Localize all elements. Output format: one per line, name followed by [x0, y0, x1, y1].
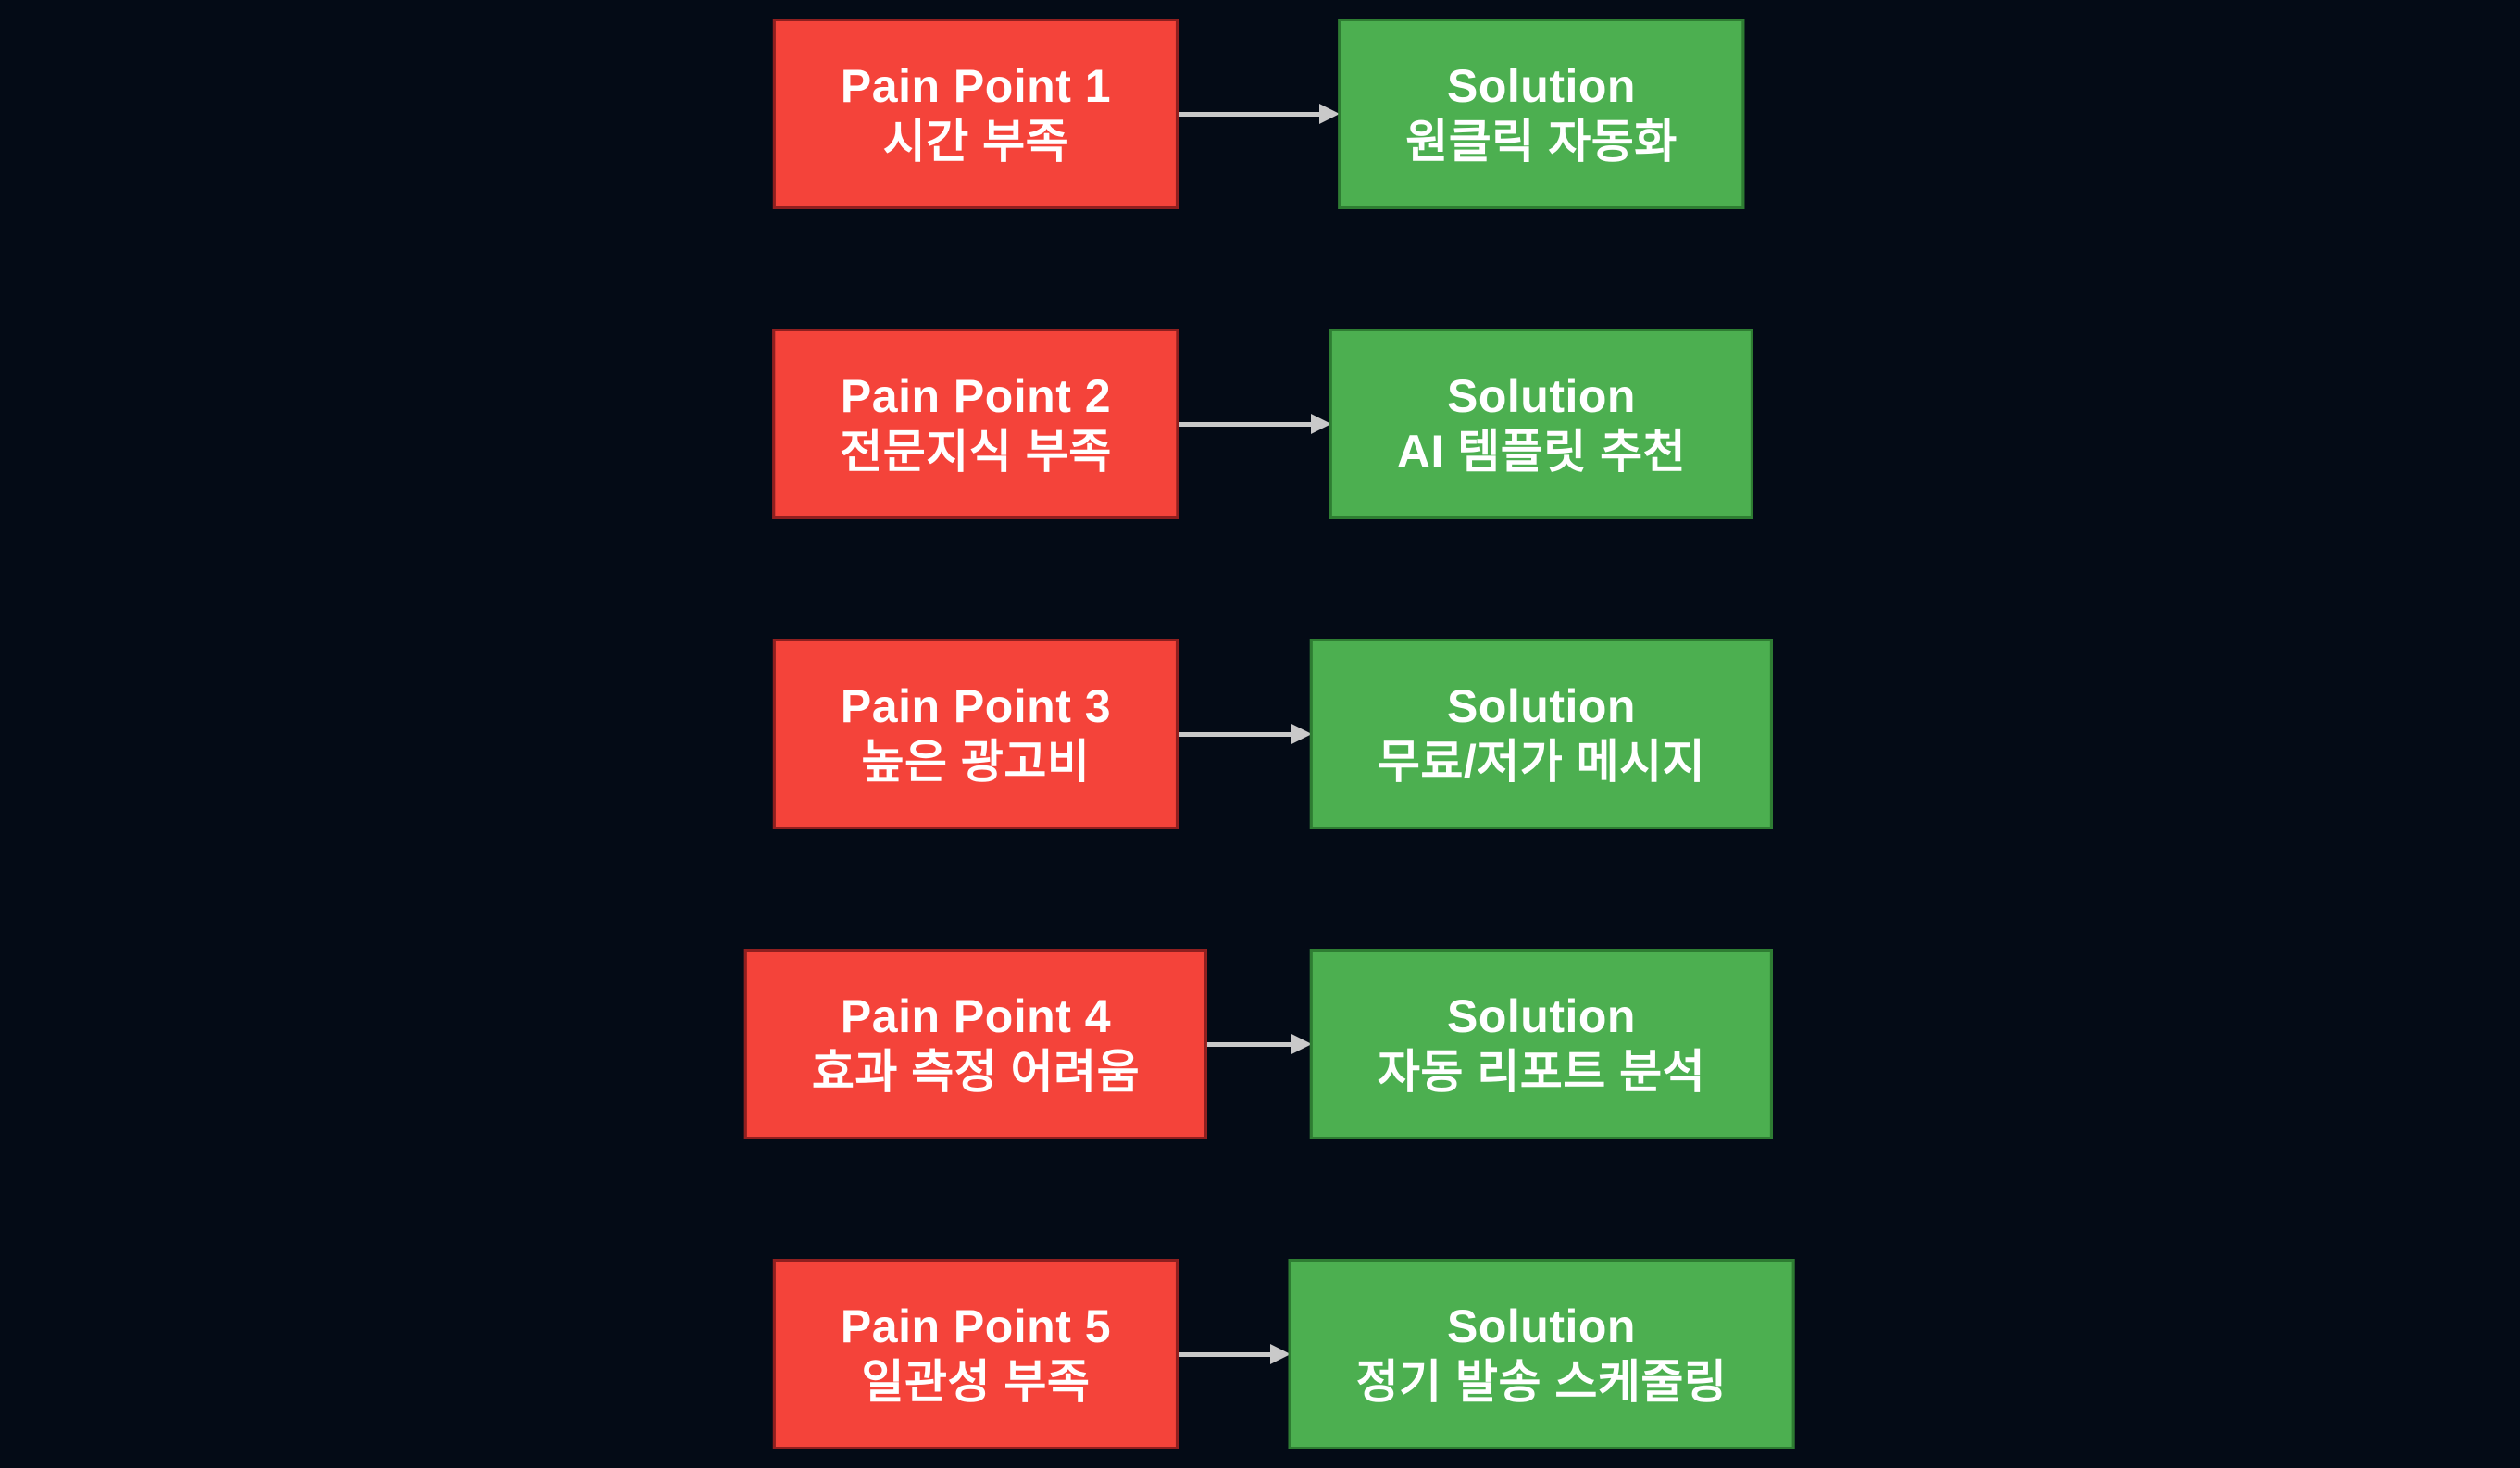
pain-point-box: Pain Point 1 시간 부족	[772, 19, 1179, 209]
solution-box: Solution 무료/저가 메시지	[1309, 639, 1774, 829]
solution-desc: 자동 리포트 분석	[1377, 1046, 1706, 1098]
pain-point-title: Pain Point 2	[840, 370, 1112, 422]
arrow-line	[1177, 731, 1295, 737]
solution-title: Solution	[1447, 60, 1636, 112]
solution-desc: 무료/저가 메시지	[1377, 736, 1706, 788]
solution-desc: 정기 발송 스케줄링	[1355, 1356, 1728, 1408]
pain-point-desc: 높은 광고비	[861, 736, 1091, 788]
arrow-line	[1205, 1041, 1295, 1047]
solution-desc: 원클릭 자동화	[1405, 116, 1678, 168]
pain-point-title: Pain Point 5	[840, 1300, 1112, 1352]
pain-point-desc: 전문지식 부족	[840, 426, 1112, 478]
pain-point-box: Pain Point 5 일관성 부족	[772, 1259, 1179, 1449]
pain-point-title: Pain Point 3	[840, 680, 1112, 732]
pain-solution-row: Pain Point 3 높은 광고비 Solution 무료/저가 메시지	[0, 639, 2520, 829]
pain-point-desc: 일관성 부족	[861, 1356, 1091, 1408]
arrow	[1177, 724, 1312, 744]
arrow-head-icon	[1291, 724, 1312, 744]
arrow-head-icon	[1291, 1034, 1312, 1054]
arrow-head-icon	[1269, 1344, 1291, 1364]
pain-point-desc: 효과 측정 어려움	[811, 1046, 1141, 1098]
solution-box: Solution AI 템플릿 추천	[1329, 329, 1754, 519]
arrow-head-icon	[1319, 104, 1341, 124]
arrow	[1177, 414, 1331, 434]
solution-box: Solution 정기 발송 스케줄링	[1288, 1259, 1795, 1449]
arrow-line	[1177, 111, 1324, 117]
solution-title: Solution	[1447, 990, 1636, 1042]
pain-point-box: Pain Point 3 높은 광고비	[772, 639, 1179, 829]
arrow-line	[1177, 1351, 1274, 1357]
pain-solution-row: Pain Point 5 일관성 부족 Solution 정기 발송 스케줄링	[0, 1259, 2520, 1449]
pain-point-title: Pain Point 1	[840, 60, 1112, 112]
solution-box: Solution 원클릭 자동화	[1338, 19, 1745, 209]
solution-title: Solution	[1447, 370, 1636, 422]
pain-solution-row: Pain Point 2 전문지식 부족 Solution AI 템플릿 추천	[0, 329, 2520, 519]
pain-solution-row: Pain Point 4 효과 측정 어려움 Solution 자동 리포트 분…	[0, 949, 2520, 1139]
arrow	[1177, 1344, 1291, 1364]
solution-title: Solution	[1447, 1300, 1636, 1352]
pain-solution-row: Pain Point 1 시간 부족 Solution 원클릭 자동화	[0, 19, 2520, 209]
solution-desc: AI 템플릿 추천	[1396, 426, 1687, 478]
pain-point-box: Pain Point 2 전문지식 부족	[772, 329, 1179, 519]
arrow	[1205, 1034, 1312, 1054]
arrow-head-icon	[1310, 414, 1331, 434]
arrow-line	[1177, 421, 1315, 427]
pain-point-desc: 시간 부족	[882, 116, 1069, 168]
arrow	[1177, 104, 1341, 124]
solution-title: Solution	[1447, 680, 1636, 732]
solution-box: Solution 자동 리포트 분석	[1309, 949, 1774, 1139]
pain-point-title: Pain Point 4	[840, 990, 1112, 1042]
pain-point-box: Pain Point 4 효과 측정 어려움	[743, 949, 1208, 1139]
